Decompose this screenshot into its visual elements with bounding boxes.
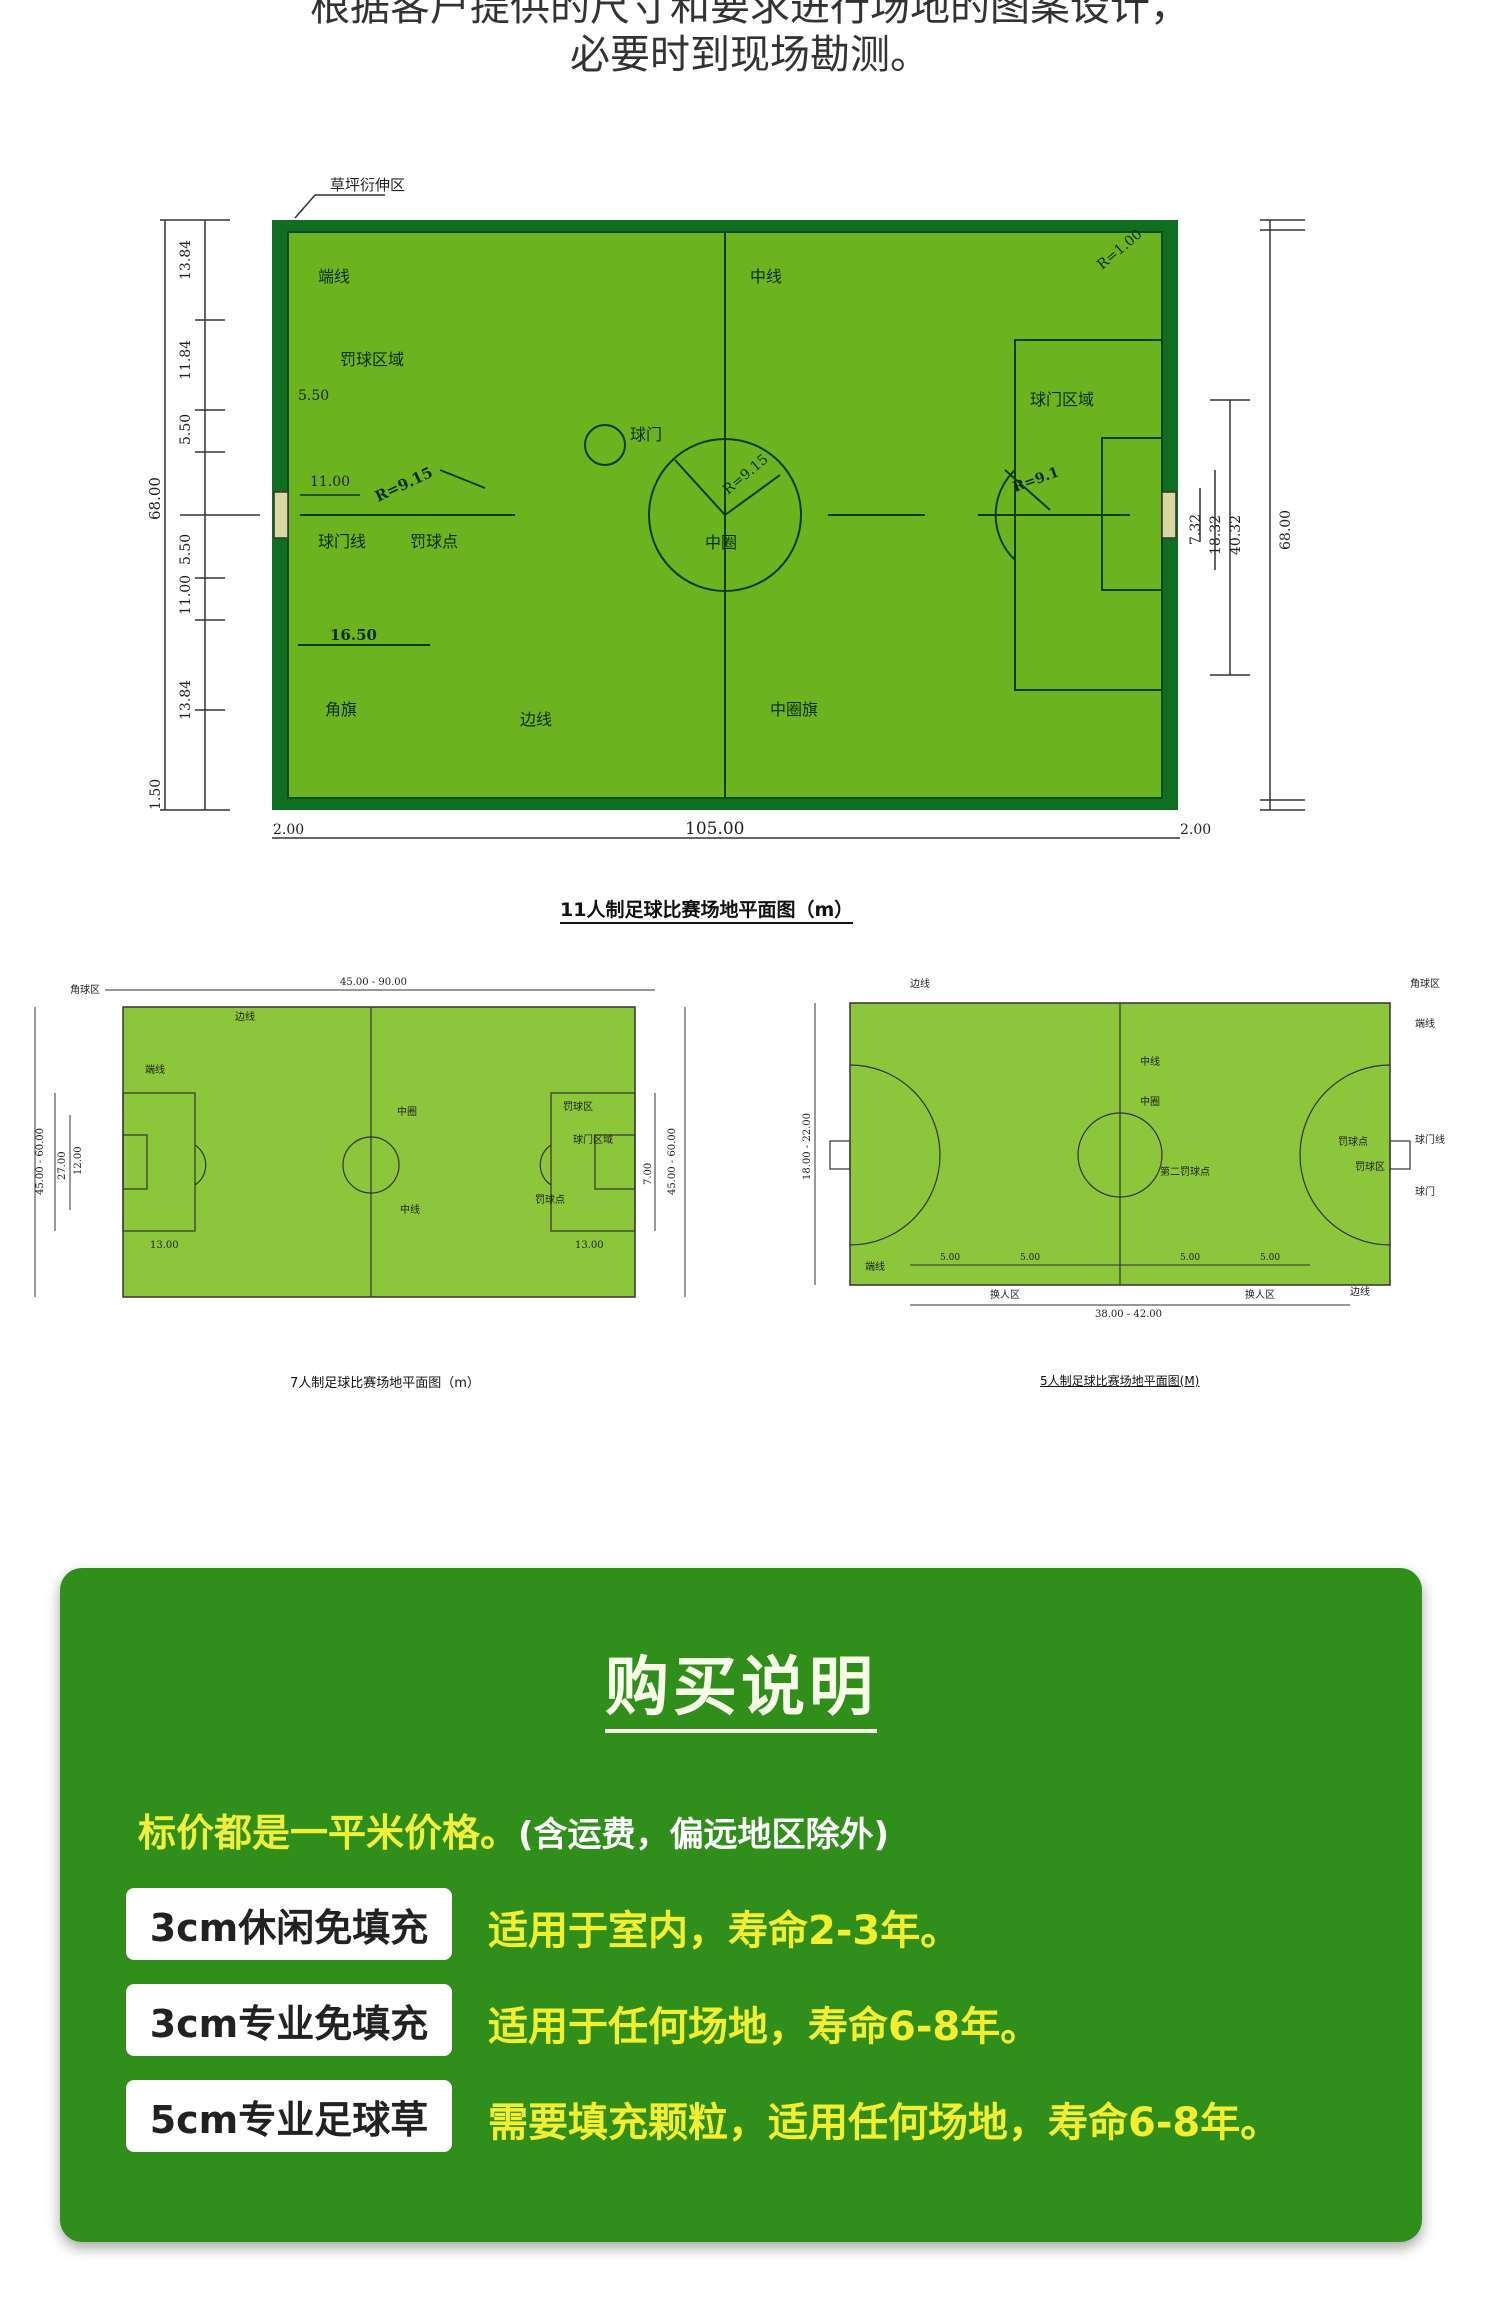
field-7-height-range-r: 45.00 - 60.00	[667, 1128, 678, 1195]
option-desc-2: 适用于任何场地，寿命6-8年。	[488, 2004, 1041, 2050]
field-11-left-goal	[273, 491, 289, 539]
option-badge-3: 5cm专业足球草	[126, 2080, 452, 2152]
purchase-title-text: 购买说明	[605, 1651, 877, 1733]
field-5-center-circle: 中圈	[1140, 1095, 1160, 1108]
option-badge-1: 3cm休闲免填充	[126, 1888, 452, 1960]
field-11-penalty-area-label: 罚球区域	[340, 350, 404, 369]
field-11-left-dim-6: 1.50	[148, 779, 164, 810]
field-5-side-line-top: 边线	[910, 977, 930, 990]
field-5-penalty-area: 罚球区	[1355, 1160, 1385, 1173]
field-11-left-total: 68.00	[146, 477, 164, 520]
field-5-sub-zone-l: 换人区	[990, 1288, 1020, 1301]
field-7-penalty-area: 罚球区	[563, 1100, 593, 1113]
field-11-dim-1650: 16.50	[330, 626, 377, 644]
field-5-center-line: 中线	[1140, 1055, 1160, 1068]
field-5-seg-3: 5.00	[1260, 1253, 1280, 1263]
field-7-center-circle: 中圈	[397, 1105, 417, 1118]
purchase-title: 购买说明	[60, 1636, 1422, 1733]
field-7-corner-zone: 角球区	[70, 983, 100, 996]
field-7-center-line: 中线	[400, 1203, 420, 1216]
field-7-dim-2700: 27.00	[57, 1151, 68, 1180]
field-7-pitch	[122, 1006, 636, 1298]
field-11-caption: 11人制足球比赛场地平面图（m）	[560, 895, 854, 924]
field-5-diagram: 边线 角球区 端线 中线 中圈 罚球点 罚球区 球门线 球门 第二罚球点 端线 …	[802, 977, 1445, 1320]
field-11-left-dim-1: 11.84	[178, 340, 194, 380]
field-11-diagram: 草坪衍伸区 端线 中线 R=1.00 罚球区域 5.50 球门区域 球门 11.…	[146, 176, 1305, 839]
field-5-caption: 5人制足球比赛场地平面图(M)	[1040, 1374, 1200, 1388]
field-7-dim-700: 7.00	[643, 1163, 654, 1185]
field-11-goal-area-label: 球门区域	[1030, 390, 1094, 409]
field-11-right-goal	[1161, 491, 1177, 539]
field-11-right-dim-0: 7.32	[1188, 514, 1204, 545]
field-7-width-range: 45.00 - 90.00	[340, 977, 407, 988]
price-note: 标价都是一平米价格。(含运费，偏远地区除外)	[138, 1802, 889, 1857]
field-5-corner-zone: 角球区	[1410, 977, 1440, 990]
field-7-dim-1300-l: 13.00	[150, 1240, 179, 1251]
field-11-end-line-label: 端线	[318, 267, 350, 286]
field-5-penalty-spot: 罚球点	[1338, 1135, 1368, 1148]
field-11-dim-200-l: 2.00	[273, 822, 304, 838]
field-11-left-dim-5: 13.84	[178, 680, 194, 720]
field-11-right-dim-1: 18.32	[1208, 515, 1224, 555]
field-5-seg-1: 5.00	[1020, 1253, 1040, 1263]
field-5-end-line-bottom: 端线	[865, 1260, 885, 1273]
field-5-length-range: 38.00 - 42.00	[1095, 1309, 1162, 1320]
option-desc-3: 需要填充颗粒，适用任何场地，寿命6-8年。	[488, 2100, 1281, 2146]
field-5-sub-zone-r: 换人区	[1245, 1288, 1275, 1301]
field-11-right-dim-3: 68.00	[1278, 510, 1294, 550]
field-11-dim-550-a: 5.50	[298, 388, 329, 404]
field-11-penalty-spot-label: 罚球点	[410, 532, 458, 551]
field-7-diagram: 角球区 45.00 - 90.00 边线 端线 中圈 中线 罚球区 球门区域 罚…	[34, 977, 686, 1298]
field-7-dim-1200: 12.00	[73, 1146, 84, 1175]
price-note-main: 标价都是一平米价格。	[138, 1811, 519, 1855]
field-11-dim-200-r: 2.00	[1180, 822, 1211, 838]
field-5-side-line-bottom: 边线	[1350, 1285, 1370, 1298]
field-7-caption: 7人制足球比赛场地平面图（m）	[290, 1376, 480, 1391]
field-11-left-dim-2: 5.50	[178, 414, 194, 445]
field-11-goal-line-label: 球门线	[318, 532, 366, 551]
field-5-height-range: 18.00 - 22.00	[802, 1113, 813, 1180]
intro-line-2: 必要时到现场勘测。	[570, 32, 930, 78]
field-7-side-line: 边线	[235, 1010, 255, 1023]
field-5-seg-0: 5.00	[940, 1253, 960, 1263]
field-7-goal-area: 球门区域	[573, 1133, 613, 1146]
field-11-side-line-label: 边线	[520, 710, 552, 729]
field-11-corner-flag-label: 角旗	[325, 700, 357, 719]
field-11-center-circle-label: 中圈	[705, 533, 737, 552]
field-11-center-line-label: 中线	[750, 267, 782, 286]
field-11-center-circle	[648, 438, 802, 592]
field-11-left-dim-0: 13.84	[178, 240, 194, 280]
field-11-left-dim-4: 11.00	[178, 575, 194, 615]
field-11-extension-label: 草坪衍伸区	[330, 176, 405, 194]
field-11-dim-10500: 105.00	[685, 819, 744, 839]
purchase-panel: 购买说明 标价都是一平米价格。(含运费，偏远地区除外) 3cm休闲免填充 适用于…	[60, 1568, 1422, 2242]
field-5-goal-line: 球门线	[1415, 1133, 1445, 1146]
field-11-dim-1100-a: 11.00	[310, 474, 350, 490]
field-7-dim-1300-r: 13.00	[575, 1240, 604, 1251]
field-11-left-dim-3: 5.50	[178, 534, 194, 565]
field-11-goal-label: 球门	[630, 425, 662, 444]
option-badge-2: 3cm专业免填充	[126, 1984, 452, 2056]
field-7-penalty-spot: 罚球点	[535, 1193, 565, 1206]
price-note-sub: (含运费，偏远地区除外)	[518, 1815, 890, 1855]
field-11-right-dim-2: 40.32	[1228, 515, 1244, 555]
intro-line-1: 根据客户提供的尺寸和要求进行场地的图案设计，	[310, 0, 1190, 30]
field-7-height-range: 45.00 - 60.00	[35, 1128, 46, 1195]
field-5-goal: 球门	[1415, 1185, 1435, 1198]
field-5-end-line: 端线	[1415, 1017, 1435, 1030]
field-5-second-penalty: 第二罚球点	[1160, 1165, 1210, 1178]
field-7-end-line: 端线	[145, 1063, 165, 1076]
field-5-seg-2: 5.00	[1180, 1253, 1200, 1263]
option-desc-1: 适用于室内，寿命2-3年。	[488, 1908, 961, 1954]
field-11-center-flag-label: 中圈旗	[770, 700, 818, 719]
